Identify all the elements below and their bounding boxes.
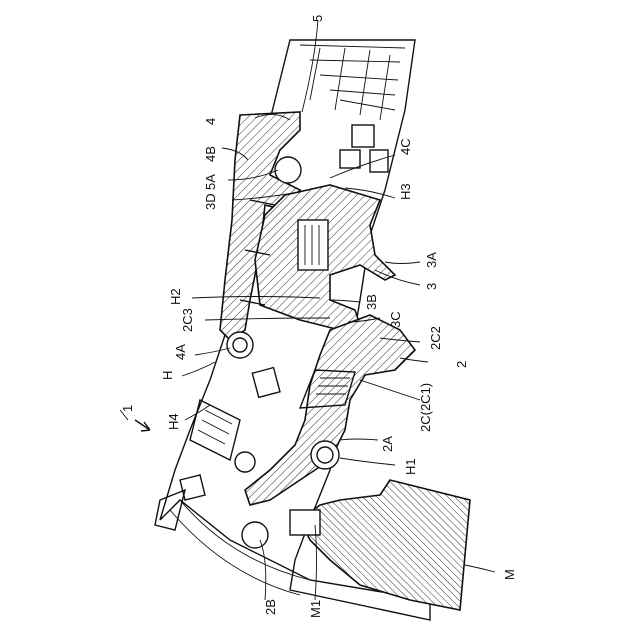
member-M: [290, 480, 470, 610]
label-3B: 3B: [364, 294, 379, 310]
label-fig: 1: [120, 405, 135, 412]
label-4A: 4A: [173, 344, 188, 360]
pivot-H1: [311, 441, 339, 469]
label-3: 3: [424, 283, 439, 290]
member-2: [245, 315, 415, 505]
label-2C2: 2C2: [428, 326, 443, 350]
pivot-H: [227, 332, 253, 358]
label-4C: 4C: [398, 138, 413, 155]
pivot-2B: [242, 522, 268, 548]
label-H: H: [160, 371, 175, 380]
label-2C3: 2C3: [180, 308, 195, 332]
label-5A: 5A: [203, 174, 218, 190]
label-4B: 4B: [203, 146, 218, 162]
label-H3: H3: [398, 183, 413, 200]
label-2A: 2A: [380, 436, 395, 452]
label-3D: 3D: [203, 193, 218, 210]
label-2C: 2C(2C1): [418, 383, 433, 432]
label-2: 2: [454, 361, 469, 368]
label-3C: 3C: [388, 311, 403, 328]
label-3A: 3A: [424, 252, 439, 268]
pivot-5A: [275, 157, 301, 183]
label-2B: 2B: [263, 599, 278, 615]
label-4: 4: [203, 118, 218, 125]
label-M: M: [502, 569, 517, 580]
label-H1: H1: [403, 458, 418, 475]
label-H2: H2: [168, 288, 183, 305]
label-5: 5: [310, 15, 325, 22]
label-M1: M1: [308, 600, 323, 618]
label-H4: H4: [166, 413, 181, 430]
pivot-2B-upper: [235, 452, 255, 472]
